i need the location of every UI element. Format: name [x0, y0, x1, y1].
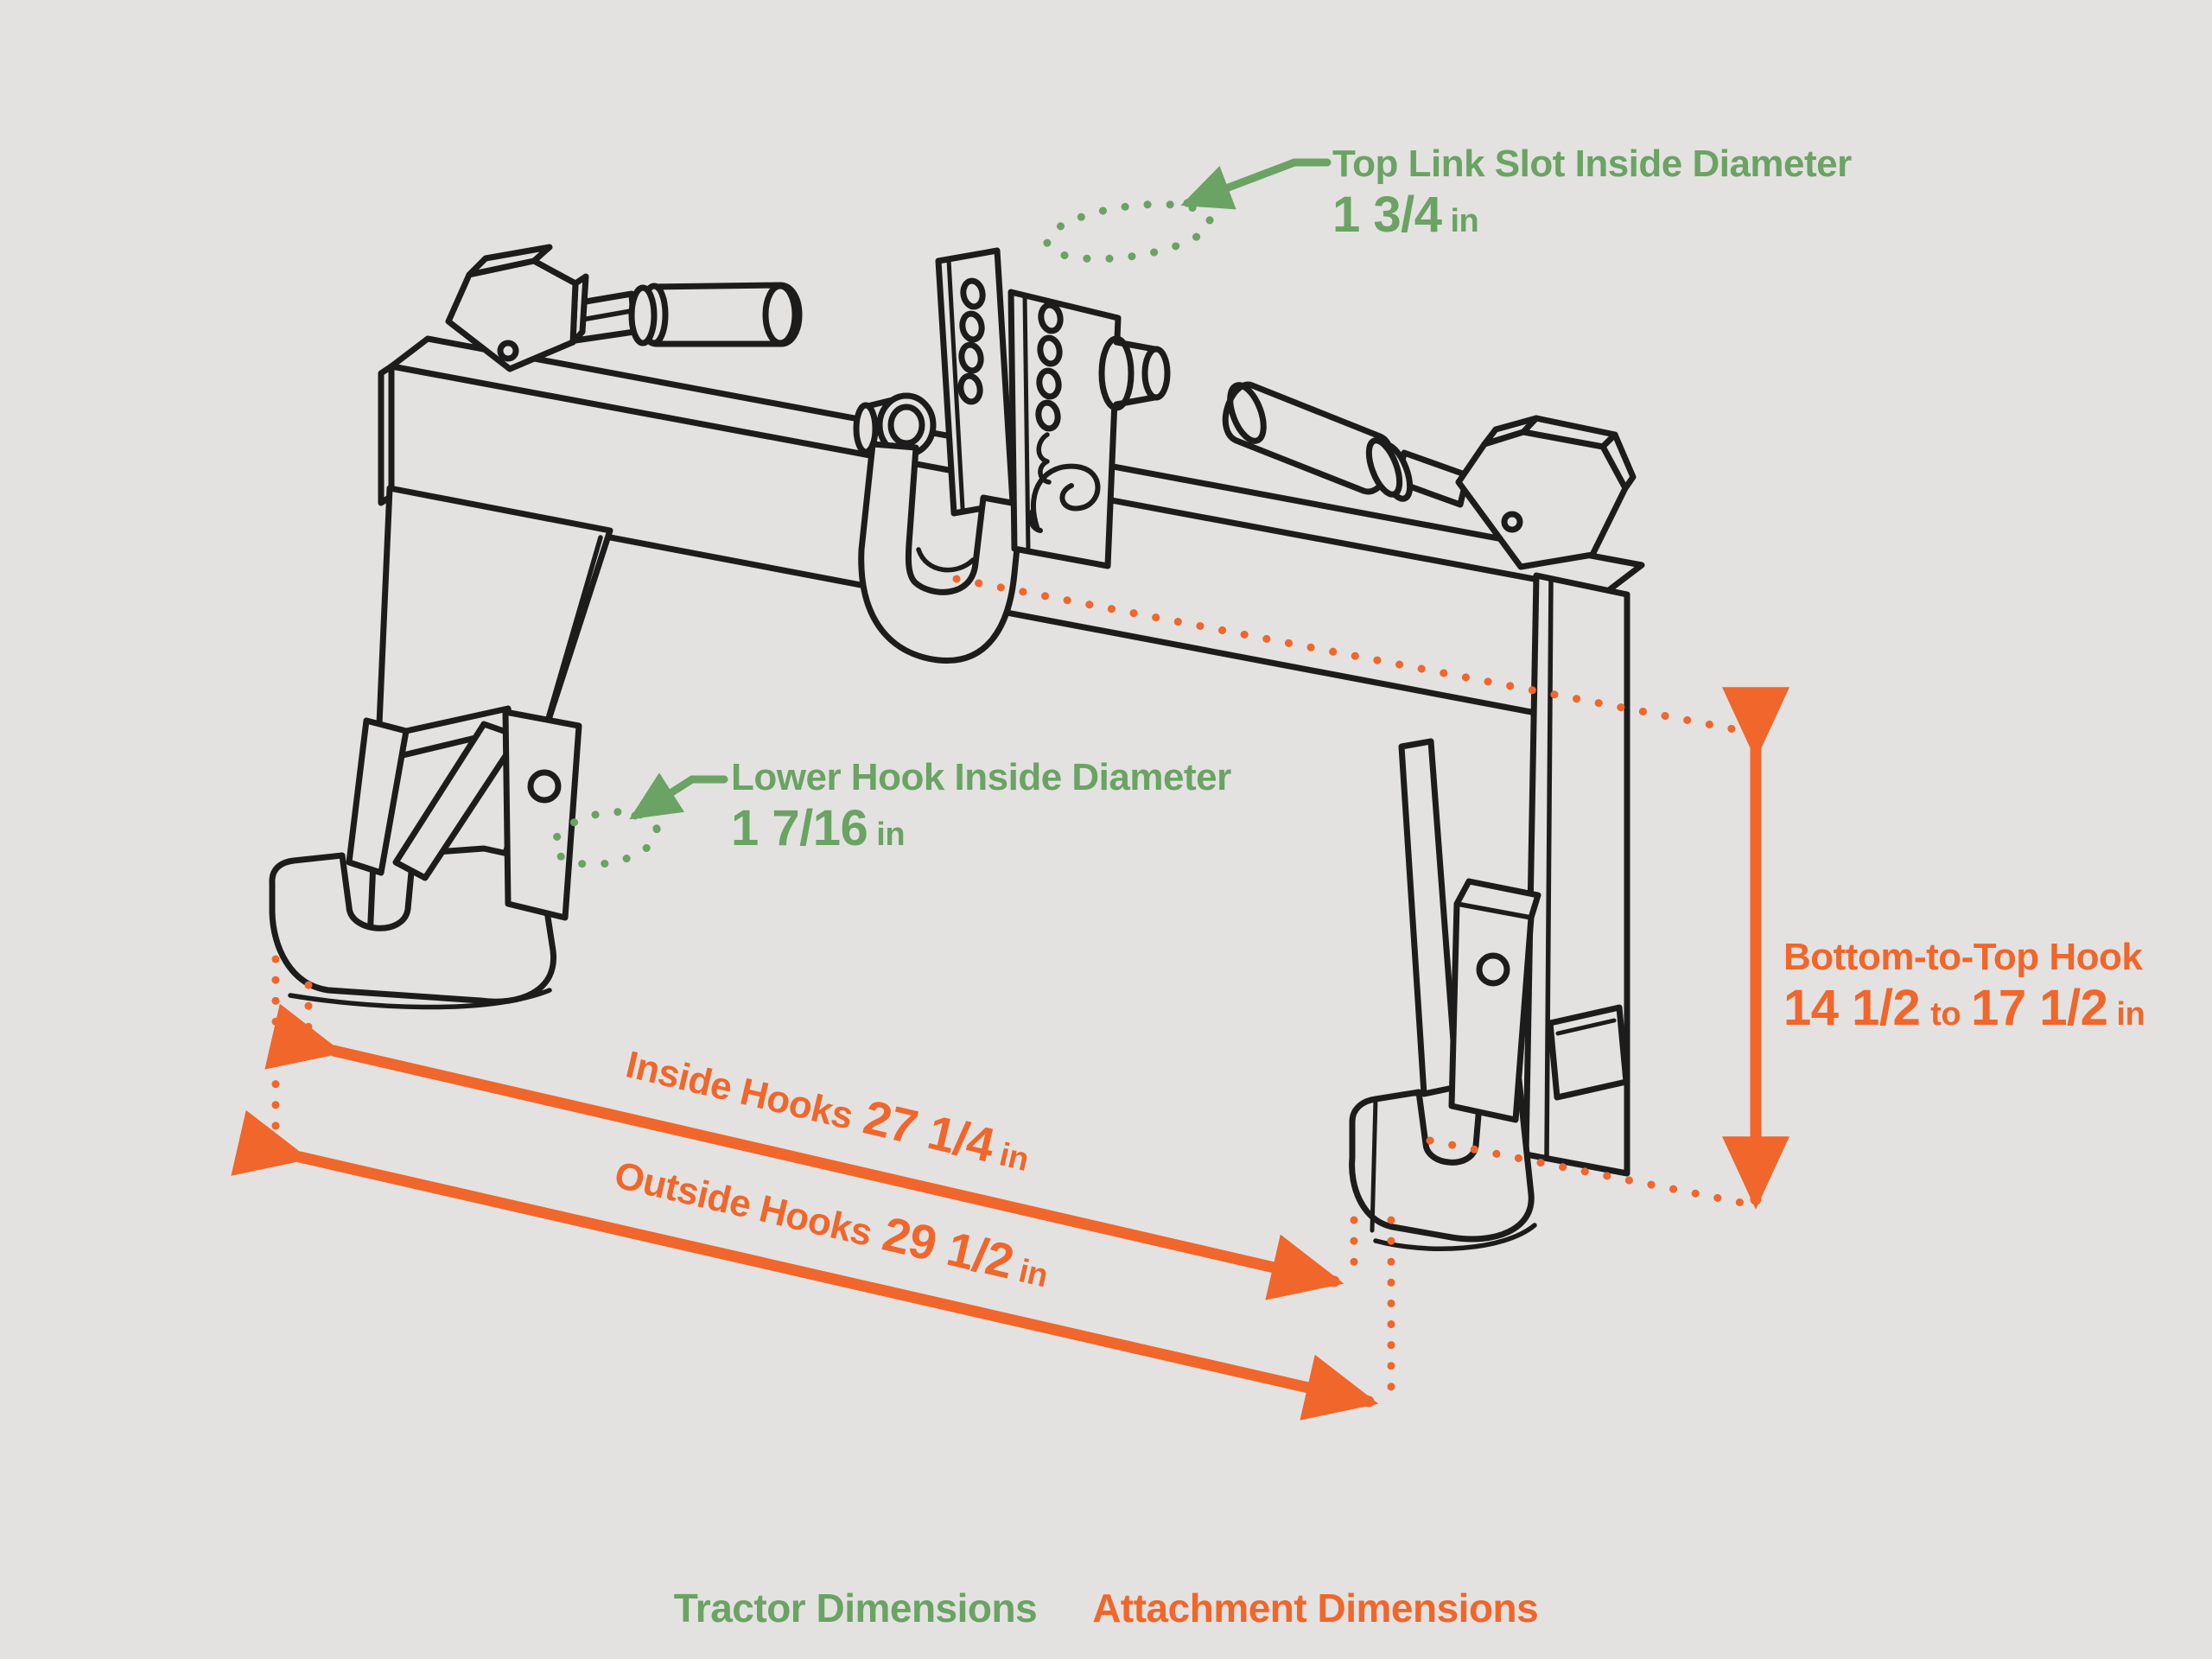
- outside-hooks-dimension-arrow: [231, 1109, 1379, 1421]
- left-latch-hole: [527, 769, 562, 804]
- top-link-slot-label: Top Link Slot Inside Diameter: [1332, 143, 1852, 185]
- keeper-clip: [1028, 463, 1101, 533]
- top-link-leader-arrow: [1180, 158, 1332, 210]
- right-hex-knob: [1455, 415, 1637, 570]
- left-hex-knob: [445, 244, 589, 372]
- right-hook-latch: [1398, 738, 1541, 1123]
- right-leg: [1522, 572, 1630, 1177]
- top-link-bracket-front-plate: [1007, 289, 1122, 569]
- lower-hook-unit: in: [876, 817, 906, 854]
- right-handle: [1222, 381, 1637, 570]
- dotted-extension-bottom-hook: [1426, 1136, 1755, 1209]
- legend: Tractor Dimensions Attachment Dimensions: [0, 1585, 2212, 1631]
- legend-attachment-dimensions: Attachment Dimensions: [1092, 1586, 1539, 1630]
- legend-tractor-dimensions: Tractor Dimensions: [673, 1586, 1038, 1630]
- top-link-pin: [1098, 335, 1171, 411]
- lower-hook-label: Lower Hook Inside Diameter: [731, 756, 1231, 798]
- lower-hook-dotted-ellipse: [550, 808, 661, 868]
- outside-hooks-unit: in: [1015, 1253, 1052, 1295]
- dotted-extension-top-hook: [952, 575, 1757, 737]
- lower-hook-leader-arrow: [629, 772, 728, 820]
- bottom-to-top-label: Bottom-to-Top Hook: [1783, 936, 2143, 978]
- top-link-bracket-rear-plate: [935, 247, 1016, 517]
- inside-hooks-unit: in: [995, 1136, 1033, 1179]
- bottom-to-top-min: 14 1/2: [1783, 980, 1921, 1037]
- left-latch-plate: [502, 709, 582, 921]
- right-latch-hole: [1476, 952, 1510, 987]
- left-handle: [445, 244, 803, 372]
- top-hook: [858, 441, 1025, 664]
- bottom-to-top-max: 17 1/2: [1971, 980, 2108, 1037]
- bottom-to-top-unit: in: [2116, 996, 2145, 1033]
- lower-hook-value: 1 7/16: [731, 800, 868, 857]
- top-link-slot-value: 1 3/4: [1332, 187, 1442, 244]
- top-link-slot-unit: in: [1450, 203, 1479, 240]
- left-hook-latch: [346, 705, 582, 921]
- bottom-to-top-joiner: to: [1930, 996, 1961, 1033]
- top-link-slot-dotted-ellipse: [1043, 200, 1214, 264]
